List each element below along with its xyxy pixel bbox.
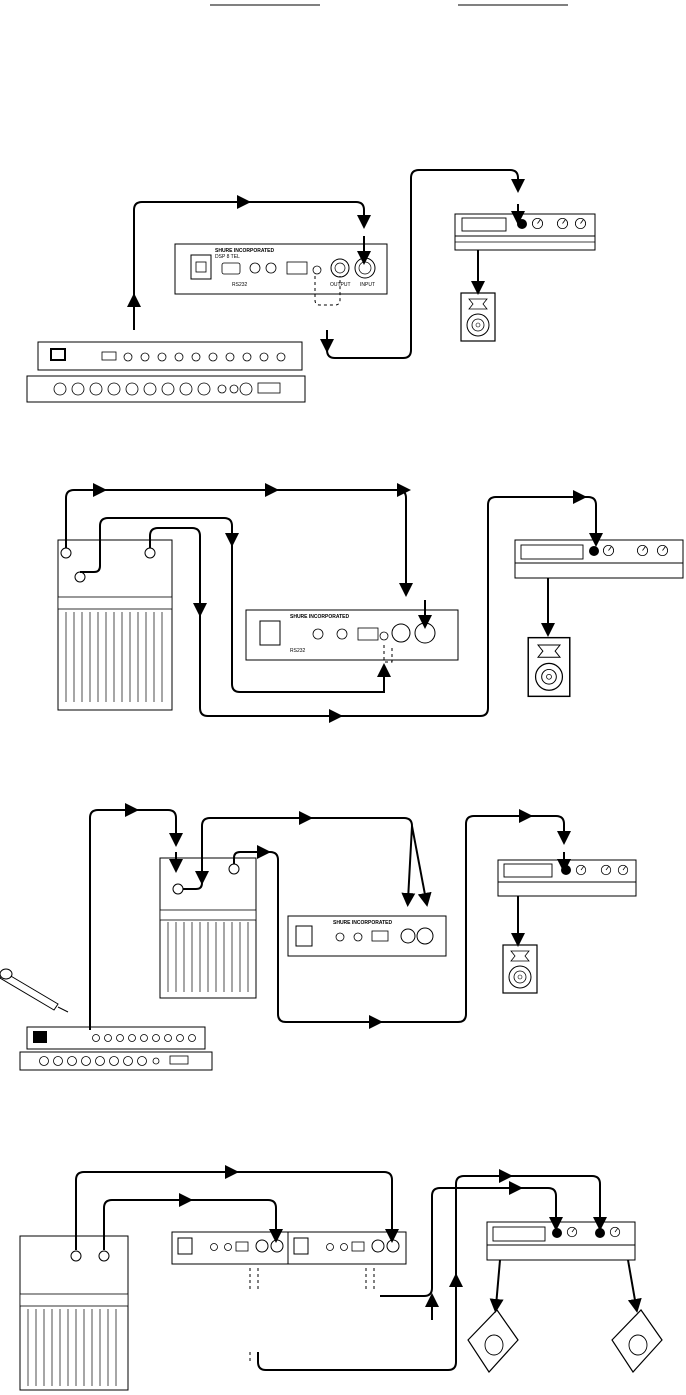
xlr-jack-icon xyxy=(386,1239,400,1253)
unit-brand-label: SHURE INCORPORATED xyxy=(290,614,349,620)
mixer-rack-unit-bottom xyxy=(26,375,306,403)
xlr-jack-icon xyxy=(270,1239,284,1253)
xlr-jack-icon xyxy=(400,928,416,944)
xlr-jack-icon xyxy=(255,1239,269,1253)
amplifier xyxy=(514,539,684,579)
unit-brand-label: SHURE INCORPORATED xyxy=(333,920,392,926)
speaker-icon xyxy=(611,1309,663,1373)
speaker-icon xyxy=(527,636,571,698)
speaker-icon xyxy=(502,944,538,994)
speaker-icon xyxy=(460,292,496,342)
mixing-console xyxy=(19,1235,129,1391)
processor-unit-left xyxy=(171,1231,289,1265)
output-label: OUTPUT xyxy=(330,282,351,288)
diagram-1: SHURE INCORPORATED DSP 8 TEL RS232 OUTPU… xyxy=(26,169,596,403)
amplifier xyxy=(454,213,596,251)
unit-brand-label: SHURE INCORPORATED xyxy=(215,248,274,254)
mixing-console xyxy=(57,539,173,711)
diagram-4 xyxy=(19,1165,663,1391)
diagram-2: SHURE INCORPORATED RS232 xyxy=(57,483,684,723)
processor-unit: SHURE INCORPORATED RS232 xyxy=(245,609,459,661)
mixing-console xyxy=(159,857,257,999)
speaker-icon xyxy=(467,1309,519,1373)
processor-unit: SHURE INCORPORATED xyxy=(287,915,447,957)
receiver-rack-unit-top xyxy=(26,1026,206,1050)
input-label: INPUT xyxy=(360,282,375,288)
diagram-3: SHURE INCORPORATED xyxy=(0,803,637,1071)
xlr-jack-icon xyxy=(371,1239,385,1253)
processor-unit: SHURE INCORPORATED DSP 8 TEL RS232 OUTPU… xyxy=(174,243,388,295)
xlr-jack-icon xyxy=(354,257,376,279)
xlr-jack-icon xyxy=(416,927,434,945)
rs232-label: RS232 xyxy=(232,282,248,288)
unit-model-label: DSP 8 TEL xyxy=(215,254,240,260)
amplifier xyxy=(486,1221,636,1261)
amplifier xyxy=(497,859,637,897)
xlr-jack-icon xyxy=(414,622,436,644)
xlr-jack-icon xyxy=(330,258,350,278)
mixer-rack-unit-top xyxy=(37,341,303,371)
processor-unit-right xyxy=(287,1231,407,1265)
rs232-label: RS232 xyxy=(290,648,306,654)
receiver-rack-unit-bottom xyxy=(19,1051,213,1071)
microphone-icon xyxy=(0,968,69,1013)
xlr-jack-icon xyxy=(391,623,411,643)
